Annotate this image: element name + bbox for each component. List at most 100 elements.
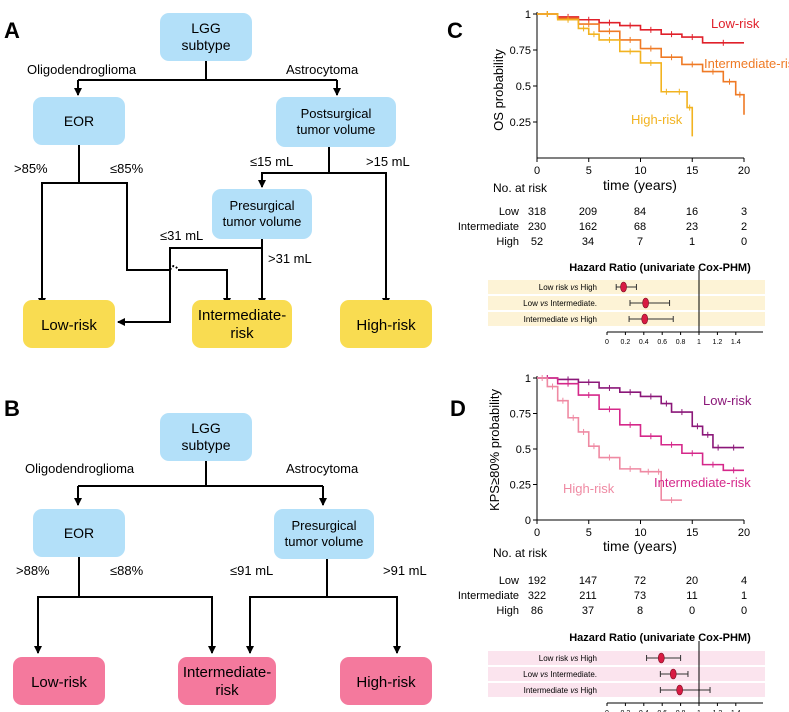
root-line2-b: subtype — [181, 437, 230, 453]
at-risk-group-d: Low — [499, 575, 519, 587]
postsurg-node-a — [276, 97, 396, 147]
forest-point-d — [669, 668, 677, 680]
forest-point-d — [657, 652, 665, 664]
y-tick-label-c: 0.25 — [510, 117, 531, 129]
post-right-label-a: >15 mL — [366, 154, 410, 169]
km-curve-c-2 — [537, 13, 694, 137]
root-line1-b: LGG — [191, 420, 221, 436]
eor-label-b: EOR — [64, 525, 94, 541]
intermediate-risk-node-b — [178, 657, 276, 705]
forest-point-c — [641, 313, 649, 325]
x-tick-label-d: 0 — [534, 527, 540, 539]
at-risk-count-c: 3 — [741, 206, 747, 218]
y-tick-label-d: 0 — [525, 515, 531, 527]
x-tick-label-d: 15 — [686, 527, 698, 539]
postsurg-to-presurg-a — [258, 147, 330, 188]
pre-left-label-b: ≤91 mL — [230, 563, 273, 578]
root-connector-a — [78, 61, 337, 81]
panel-letter-d: D — [450, 396, 466, 421]
root-node-b — [160, 413, 252, 461]
at-risk-group-d: Intermediate — [458, 590, 519, 602]
km-curve-d-2 — [537, 377, 682, 501]
at-risk-count-d: 322 — [528, 590, 546, 602]
at-risk-group-c: Low — [499, 206, 519, 218]
forest-x-tick-label-c: 0.2 — [621, 339, 631, 346]
eor-to-low-a — [38, 145, 80, 306]
high-risk-label-a: High-risk — [356, 317, 416, 334]
forest-x-tick-label-d: 0.2 — [621, 710, 631, 712]
curve-label-high-c: High-risk — [631, 112, 683, 127]
forest-x-tick-label-d: 1.4 — [731, 710, 741, 712]
high-risk-node-b — [340, 657, 432, 705]
presurg-to-intermediate-b — [246, 559, 328, 654]
y-tick-label-c: 1 — [525, 9, 531, 21]
eor-right-label-a: ≤85% — [110, 161, 144, 176]
forest-title-d: Hazard Ratio (univariate Cox-PHM) — [569, 632, 751, 644]
y-tick-label-d: 0.5 — [516, 444, 531, 456]
forest-point-c — [642, 297, 649, 309]
at-risk-group-c: Intermediate — [458, 221, 519, 233]
at-risk-count-d: 192 — [528, 575, 546, 587]
pre-right-label-b: >91 mL — [383, 563, 427, 578]
presurg-to-high-b — [327, 596, 401, 654]
xlabel-c: time (years) — [603, 177, 677, 193]
at-risk-count-c: 230 — [528, 221, 546, 233]
ylabel-c: OS probability — [491, 49, 506, 131]
presurg-line1-a: Presurgical — [229, 198, 294, 213]
forest-row-label-d: Intermediate vs High — [524, 686, 597, 695]
at-risk-count-c: 162 — [579, 221, 597, 233]
forest-row-label-d: Low vs Intermediate. — [523, 670, 597, 679]
root-line1-a: LGG — [191, 20, 221, 36]
root-connector-b — [78, 461, 323, 487]
presurg-node-a — [212, 189, 312, 239]
y-tick-label-d: 1 — [525, 373, 531, 385]
forest-row-label-d: Low risk vs High — [539, 654, 597, 663]
panel-letter-b: B — [4, 396, 20, 421]
x-tick-label-d: 10 — [634, 527, 646, 539]
at-risk-count-d: 211 — [579, 590, 597, 602]
km-curve-d-0 — [537, 377, 744, 449]
eor-right-label-b: ≤88% — [110, 563, 144, 578]
post-left-label-a: ≤15 mL — [250, 154, 293, 169]
forest-row-label-c: Low vs Intermediate. — [523, 299, 597, 308]
forest-point-d — [676, 684, 683, 696]
intermediate-risk-node-a — [192, 300, 292, 348]
postsurg-to-high-a — [329, 172, 390, 306]
at-risk-title-c: No. at risk — [493, 181, 548, 195]
km-curve-d-1 — [537, 377, 744, 472]
branch-left-a: Oligodendroglioma — [27, 62, 137, 77]
panel-a: A LGG subtype Oligodendroglioma Astrocyt… — [4, 13, 432, 348]
low-risk-node-b — [13, 657, 105, 705]
at-risk-count-d: 147 — [579, 575, 597, 587]
forest-x-tick-label-c: 1 — [697, 339, 701, 346]
branch-left-b: Oligodendroglioma — [25, 461, 135, 476]
eor-to-intermediate-a — [79, 182, 227, 305]
at-risk-count-c: 52 — [531, 236, 543, 248]
curve-label-low-c: Low-risk — [711, 16, 760, 31]
pre-right-label-a: >31 mL — [268, 251, 312, 266]
x-tick-label-d: 20 — [738, 527, 750, 539]
panel-b: B LGG subtype Oligodendroglioma Astrocyt… — [4, 396, 432, 705]
forest-x-tick-label-c: 0.6 — [657, 339, 667, 346]
at-risk-count-d: 4 — [741, 575, 747, 587]
forest-band-d — [488, 683, 765, 697]
eor-to-low-b — [34, 557, 80, 654]
forest-row-label-c: Intermediate vs High — [524, 315, 597, 324]
postsurg-line2-a: tumor volume — [297, 122, 376, 137]
high-risk-label-b: High-risk — [356, 674, 416, 691]
forest-x-tick-label-d: 1.2 — [713, 710, 723, 712]
forest-point-c — [620, 281, 627, 293]
x-tick-label-c: 10 — [634, 165, 646, 177]
x-tick-label-c: 5 — [586, 165, 592, 177]
at-risk-count-c: 318 — [528, 206, 546, 218]
ylabel-d: KPS≥80% probability — [487, 388, 502, 511]
crossover-hop-a — [169, 265, 179, 271]
at-risk-count-d: 37 — [582, 605, 594, 617]
x-tick-label-c: 15 — [686, 165, 698, 177]
forest-x-tick-label-c: 1.2 — [713, 339, 723, 346]
